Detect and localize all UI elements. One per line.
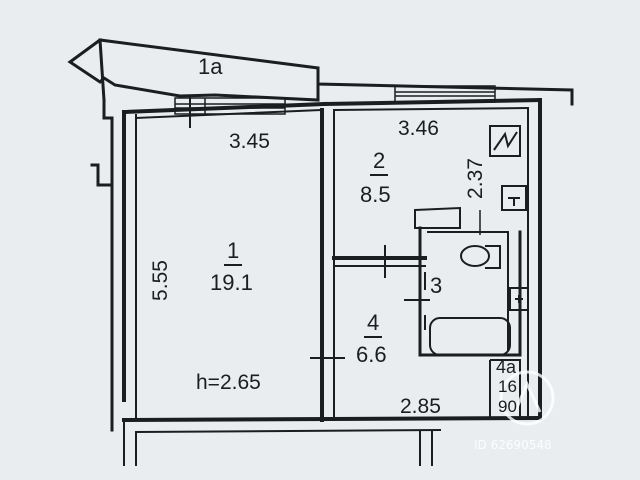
room-1-area: 19.1 (210, 270, 253, 295)
room-2-length-dim: 2.37 (463, 158, 487, 199)
room-4-area: 6.6 (356, 342, 387, 367)
outer-wall-bottom (121, 415, 543, 423)
walls (67, 38, 574, 466)
room-4a-area: 16 (498, 377, 517, 396)
bathtub-icon (429, 317, 511, 356)
room-4a-extra: 90 (498, 397, 517, 416)
top-roof-line (316, 66, 574, 106)
room-4-width-dim: 2.85 (400, 395, 441, 418)
room-1-number: 1 (224, 240, 243, 266)
room-4-number: 4 (364, 312, 383, 338)
stove-icon (489, 125, 521, 157)
room-4a-number: 4a (496, 357, 517, 377)
window-room1 (174, 97, 286, 115)
watermark-id: ID 62690548 (474, 438, 552, 452)
sink-icon (501, 185, 527, 211)
room-2-number: 2 (370, 150, 389, 176)
window-room2 (394, 85, 496, 103)
inner-wall-bottom (134, 428, 442, 434)
room-1-length-dim: 5.55 (148, 260, 172, 301)
kitchen-counter (414, 206, 461, 229)
bath-sink-icon (509, 287, 529, 311)
room-1-width-dim: 3.45 (229, 130, 270, 153)
toilet-icon (460, 245, 501, 269)
balcony-side-wall (98, 38, 106, 102)
windows (174, 85, 496, 128)
room-3-number: 3 (430, 273, 443, 298)
door-marks (310, 245, 430, 359)
room-1-height: h=2.65 (196, 371, 261, 394)
watermark-logo (499, 370, 555, 426)
room-1a-number: 1a (198, 54, 223, 79)
room-2-width-dim: 3.46 (398, 117, 439, 140)
bathroom-inner (427, 231, 509, 351)
room-2-area: 8.5 (360, 182, 391, 207)
inner-wall-top-right (334, 106, 530, 112)
